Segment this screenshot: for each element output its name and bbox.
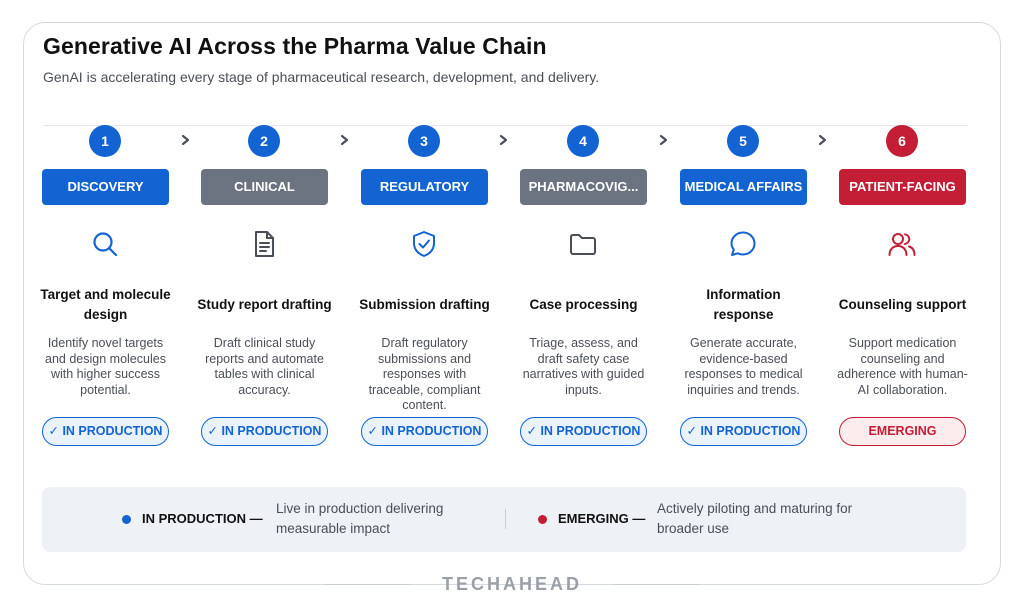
status-badge: ✓ IN PRODUCTION bbox=[680, 417, 807, 446]
footer: TECHAHEAD bbox=[0, 573, 1024, 597]
stage-number: 5 bbox=[727, 125, 759, 157]
status-badge: ✓ IN PRODUCTION bbox=[201, 417, 328, 446]
stage-headline: Counseling support bbox=[838, 297, 967, 312]
stage-number: 4 bbox=[567, 125, 599, 157]
chevron-right-icon bbox=[498, 133, 510, 147]
chevron-right-icon bbox=[658, 133, 670, 147]
legend: IN PRODUCTION — Live in production deliv… bbox=[42, 487, 966, 552]
stage-label: PHARMACOVIG... bbox=[520, 169, 647, 205]
legend-divider bbox=[505, 509, 506, 529]
stage-description: Support medication counseling and adhere… bbox=[837, 336, 968, 397]
users-icon bbox=[887, 229, 917, 259]
stage-label: PATIENT-FACING bbox=[839, 169, 966, 205]
stage-number: 6 bbox=[886, 125, 918, 157]
stage-description: Triage, assess, and draft safety case na… bbox=[522, 336, 645, 397]
legend-emerging-key: EMERGING — bbox=[558, 511, 646, 526]
stage-label: DISCOVERY bbox=[42, 169, 169, 205]
chevron-right-icon bbox=[180, 133, 192, 147]
production-dot bbox=[122, 515, 131, 524]
stage-number: 2 bbox=[248, 125, 280, 157]
stage-headline: Study report drafting bbox=[197, 297, 332, 312]
stage-headline: Information response bbox=[706, 287, 781, 322]
chevron-right-icon bbox=[817, 133, 829, 147]
stage-headline: Target and molecule design bbox=[40, 287, 171, 322]
stage-description: Draft regulatory submissions and respons… bbox=[368, 336, 481, 412]
status-badge: ✓ IN PRODUCTION bbox=[361, 417, 488, 446]
emerging-dot bbox=[538, 515, 547, 524]
status-badge: EMERGING bbox=[839, 417, 966, 446]
stage-headline: Submission drafting bbox=[359, 297, 490, 312]
folder-icon bbox=[568, 229, 598, 259]
stage-description: Identify novel targets and design molecu… bbox=[45, 336, 166, 397]
stage-number: 1 bbox=[89, 125, 121, 157]
stage-label: REGULATORY bbox=[361, 169, 488, 205]
status-badge: ✓ IN PRODUCTION bbox=[520, 417, 647, 446]
chat-bubble-icon bbox=[728, 229, 758, 259]
document-icon bbox=[249, 229, 279, 259]
footer-rule-left bbox=[325, 584, 410, 585]
stage-description: Generate accurate, evidence-based respon… bbox=[684, 336, 803, 397]
search-icon bbox=[90, 229, 120, 259]
stage-label: MEDICAL AFFAIRS bbox=[680, 169, 807, 205]
shield-check-icon bbox=[409, 229, 439, 259]
stage-number: 3 bbox=[408, 125, 440, 157]
page-title: Generative AI Across the Pharma Value Ch… bbox=[43, 33, 547, 59]
legend-emerging-text: Actively piloting and maturing for broad… bbox=[657, 501, 853, 536]
status-badge: ✓ IN PRODUCTION bbox=[42, 417, 169, 446]
stage-headline: Case processing bbox=[529, 297, 638, 312]
stage-label: CLINICAL bbox=[201, 169, 328, 205]
brand-logo: TECHAHEAD bbox=[441, 574, 582, 594]
chevron-right-icon bbox=[339, 133, 351, 147]
legend-production-text: Live in production delivering measurable… bbox=[276, 501, 444, 536]
stage-description: Draft clinical study reports and automat… bbox=[205, 336, 324, 397]
legend-production-key: IN PRODUCTION — bbox=[142, 511, 263, 526]
footer-rule-right bbox=[614, 584, 699, 585]
page-subtitle: GenAI is accelerating every stage of pha… bbox=[43, 69, 600, 85]
timeline-rule bbox=[43, 125, 968, 126]
